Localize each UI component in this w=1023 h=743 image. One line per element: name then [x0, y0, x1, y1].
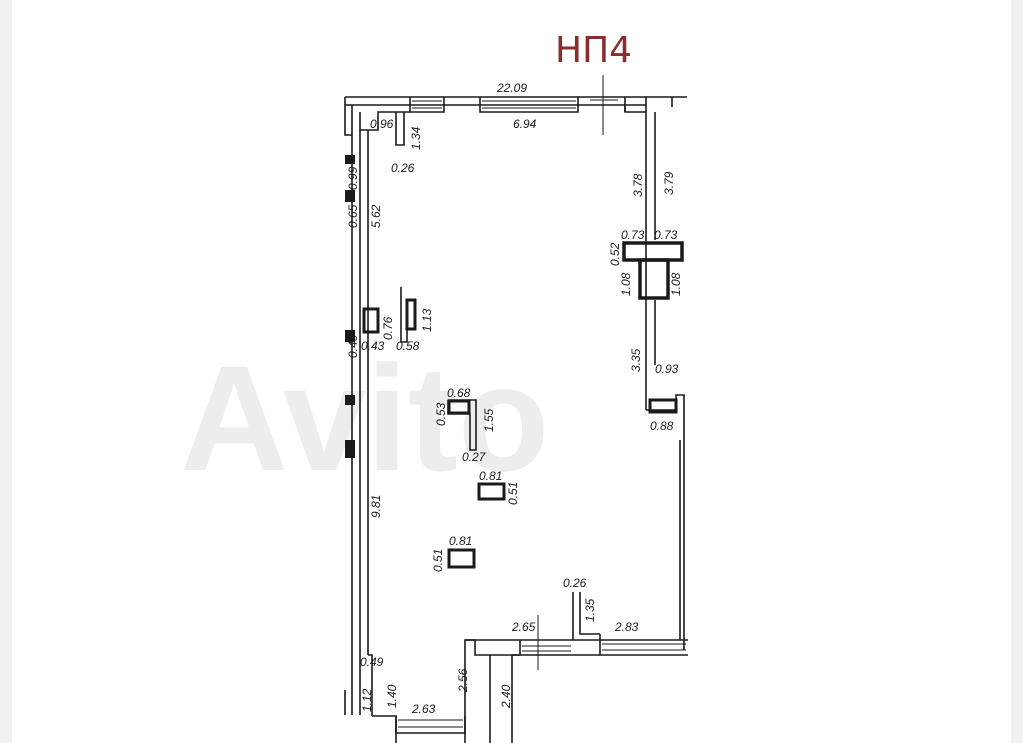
left-margin-bar: [0, 0, 12, 743]
dim-right-378: 3.78: [631, 173, 645, 197]
dim-p2-081: 0.81: [449, 534, 472, 548]
dim-col-076: 0.76: [381, 316, 395, 340]
watermark: Avito: [180, 334, 549, 502]
dim-left-099: 0.99: [346, 166, 360, 190]
dim-left-040: 0.40: [346, 334, 360, 358]
dim-tcol-108a: 1.08: [619, 272, 633, 296]
walls: [344, 96, 688, 743]
dim-bot-112: 1.12: [360, 688, 374, 712]
dim-bot-265: 2.65: [511, 620, 536, 634]
dim-mid-027: 0.27: [462, 450, 487, 464]
dim-bot-049: 0.49: [360, 655, 384, 669]
pillar-1: [477, 482, 506, 501]
dim-left-065: 0.65: [346, 204, 360, 228]
dim-left-562: 5.62: [369, 204, 383, 228]
dim-nw-096: 0.96: [370, 117, 394, 131]
right-wall-column: [648, 398, 678, 414]
dim-right-088: 0.88: [650, 419, 674, 433]
pillar-2: [447, 548, 476, 569]
dim-right-379: 3.79: [662, 171, 676, 195]
dim-col-058: 0.58: [396, 339, 420, 353]
dim-bot-135: 1.35: [583, 598, 597, 622]
dim-p1-081: 0.81: [479, 469, 502, 483]
dim-tcol-108b: 1.08: [669, 272, 683, 296]
dim-mid-068: 0.68: [447, 386, 471, 400]
dim-tcol-052: 0.52: [608, 242, 622, 266]
dim-top-window: 6.94: [513, 117, 537, 131]
dim-col-043: 0.43: [361, 339, 385, 353]
left-wall-marks: [345, 155, 355, 458]
dim-right-093: 0.93: [655, 362, 679, 376]
column-left: [362, 307, 380, 334]
windows: [398, 75, 686, 728]
plan-title: НП4: [555, 30, 632, 71]
dim-bot-256: 2.56: [456, 668, 470, 693]
dim-right-335: 3.35: [629, 348, 643, 372]
dim-p2-051: 0.51: [431, 549, 445, 572]
dim-col-113: 1.13: [420, 308, 434, 332]
dim-tcol-073a: 0.73: [621, 228, 645, 242]
dim-nw-134: 1.34: [409, 126, 423, 150]
columns: [362, 241, 684, 569]
dim-bot-026: 0.26: [563, 576, 587, 590]
dim-bot-240: 2.40: [499, 684, 513, 709]
t-column-head: [622, 241, 684, 262]
dim-top-total: 22.09: [496, 81, 527, 95]
dim-mid-053: 0.53: [434, 402, 448, 426]
dim-bot-263: 2.63: [411, 702, 436, 716]
dim-bot-283: 2.83: [614, 620, 639, 634]
dim-mid-155: 1.55: [482, 408, 496, 432]
dim-p1-051: 0.51: [506, 482, 520, 505]
dim-left-981: 9.81: [369, 495, 383, 518]
dim-nw-026: 0.26: [391, 161, 415, 175]
dim-bot-140: 1.40: [385, 684, 399, 708]
right-margin-bar: [1011, 0, 1023, 743]
dim-tcol-073b: 0.73: [654, 228, 678, 242]
t-column-stem: [638, 258, 670, 300]
